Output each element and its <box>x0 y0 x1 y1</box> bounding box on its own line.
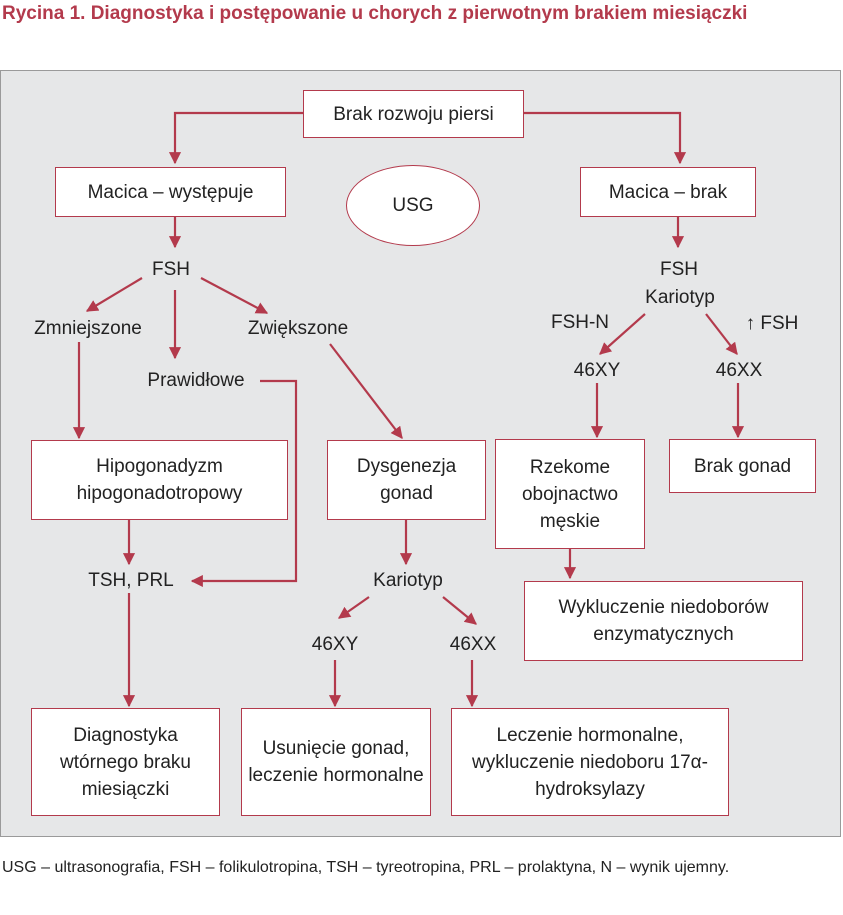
connector-normal-to-tsh-prl <box>190 379 298 588</box>
label-normal: Prawidłowe <box>147 370 245 391</box>
node-gonadal-dysgenesis: Dysgenezja gonad <box>327 440 486 520</box>
label-karyotype-right: Kariotyp <box>645 287 715 308</box>
figure-title: Rycina 1. Diagnostyka i postępowanie u c… <box>2 3 748 24</box>
connector-karyotype-to-46xx <box>442 596 477 625</box>
label-fsh-increased: ↑ FSH <box>745 313 799 334</box>
label-decreased: Zmniejszone <box>34 318 142 339</box>
node-secondary-amenorrhea-diagnostics: Diagnostyka wtórnego braku miesiączki <box>31 708 220 816</box>
label-fsh-right: FSH <box>660 259 698 280</box>
node-uterus-present: Macica – występuje <box>55 167 286 217</box>
node-usg-oval: USG <box>346 165 480 246</box>
label-karyotype-mid: Kariotyp <box>373 570 443 591</box>
label-46xx-right: 46XX <box>715 360 763 381</box>
node-uterus-absent: Macica – brak <box>580 167 756 217</box>
label-increased: Zwiększone <box>247 318 349 339</box>
node-gonad-removal: Usunięcie gonad, leczenie hormonalne <box>241 708 431 816</box>
label-46xy-right: 46XY <box>573 360 621 381</box>
connector-root-to-uterus-present <box>168 111 303 165</box>
node-male-pseudohermaphroditism: Rzekome obojnactwo męskie <box>495 439 645 549</box>
node-hypogonadotropic-hypogonadism: Hipogonadyzm hipogonadotropowy <box>31 440 288 520</box>
label-fsh-left: FSH <box>152 259 190 280</box>
connector-karyotype-to-right-46xx <box>705 313 738 355</box>
figure-footnote: USG – ultrasonografia, FSH – folikulotro… <box>2 859 730 876</box>
node-no-gonads: Brak gonad <box>669 439 816 493</box>
connector-fsh-to-increased <box>200 277 269 314</box>
label-46xx-mid: 46XX <box>449 634 497 655</box>
node-enzyme-deficiency-exclusion: Wykluczenie niedoborów enzymatycznych <box>524 581 803 661</box>
label-46xy-mid: 46XY <box>311 634 359 655</box>
node-breast-development-absent: Brak rozwoju piersi <box>303 90 524 138</box>
connector-root-to-uterus-absent <box>524 111 687 165</box>
connector-karyotype-to-right-46xy <box>599 313 646 355</box>
connector-karyotype-to-46xy <box>338 596 370 619</box>
label-fsh-normal: FSH-N <box>550 312 610 333</box>
connector-fsh-to-decreased <box>85 277 143 312</box>
connector-increased-to-dysgenesis <box>329 343 403 439</box>
label-tsh-prl: TSH, PRL <box>88 570 174 591</box>
node-hormonal-treatment: Leczenie hormonalne, wykluczenie niedobo… <box>451 708 729 816</box>
